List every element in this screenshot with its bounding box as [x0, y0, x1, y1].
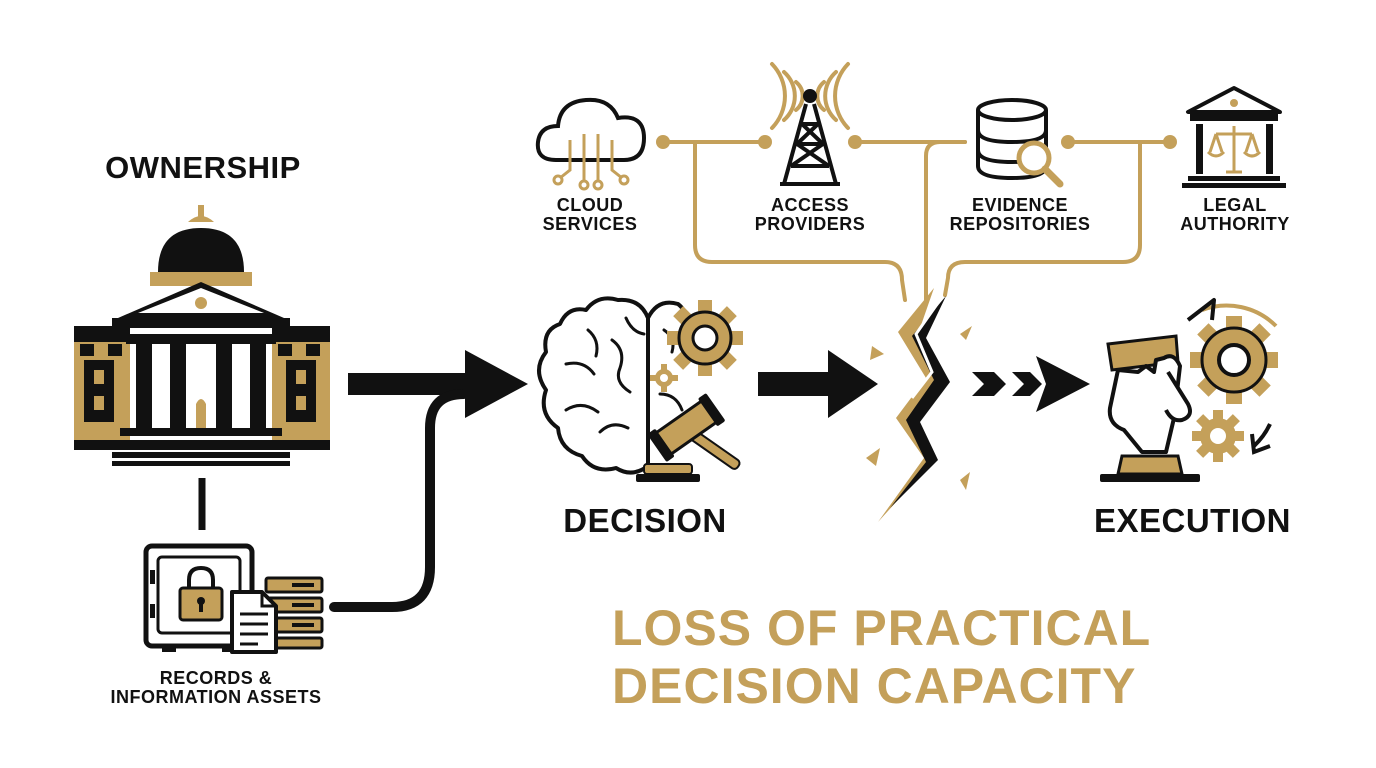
records-label-line1: RECORDS & [159, 668, 273, 688]
ownership-to-decision-arrow [329, 350, 528, 612]
dependency-label-cloud: CLOUD SERVICES [520, 196, 660, 234]
cloud-icon [535, 97, 647, 191]
government-building-icon [74, 205, 330, 466]
execution-title: EXECUTION [1093, 502, 1292, 539]
dependency-label-line1: EVIDENCE [971, 195, 1069, 215]
dependency-label-legal: LEGAL AUTHORITY [1160, 196, 1310, 234]
dependency-label-line2: PROVIDERS [754, 213, 866, 234]
hand-gears-icon [1100, 298, 1278, 482]
dependency-label-line2: SERVICES [542, 213, 638, 234]
safe-records-icon [143, 543, 324, 654]
dependency-label-line1: LEGAL [1203, 195, 1267, 215]
ownership-title: OWNERSHIP [105, 150, 301, 185]
courthouse-scales-icon [1182, 86, 1286, 188]
conclusion-line2: DECISION CAPACITY [612, 657, 1137, 714]
dependency-label-line1: CLOUD [556, 195, 624, 215]
dependency-label-access: ACCESS PROVIDERS [730, 196, 890, 234]
network-node-dots [656, 135, 1177, 149]
database-search-icon [976, 98, 1064, 188]
dependency-label-line1: ACCESS [770, 195, 849, 215]
broken-link-icon [866, 288, 972, 522]
records-label: RECORDS & INFORMATION ASSETS [96, 669, 336, 707]
brain-gavel-icon [537, 296, 743, 482]
conclusion-line1: LOSS OF PRACTICAL [612, 600, 1152, 656]
records-label-line2: INFORMATION ASSETS [110, 686, 322, 707]
dependency-label-line2: REPOSITORIES [949, 213, 1091, 234]
antenna-tower-icon [770, 62, 850, 186]
dependency-network [661, 140, 1172, 302]
broken-flow-arrow [972, 356, 1090, 412]
dependency-label-line2: AUTHORITY [1180, 213, 1290, 234]
decision-title: DECISION [563, 502, 727, 539]
dependency-label-evidence: EVIDENCE REPOSITORIES [935, 196, 1105, 234]
decision-to-break-arrow [758, 350, 878, 418]
conclusion-title: LOSS OF PRACTICAL DECISION CAPACITY [612, 600, 1232, 715]
